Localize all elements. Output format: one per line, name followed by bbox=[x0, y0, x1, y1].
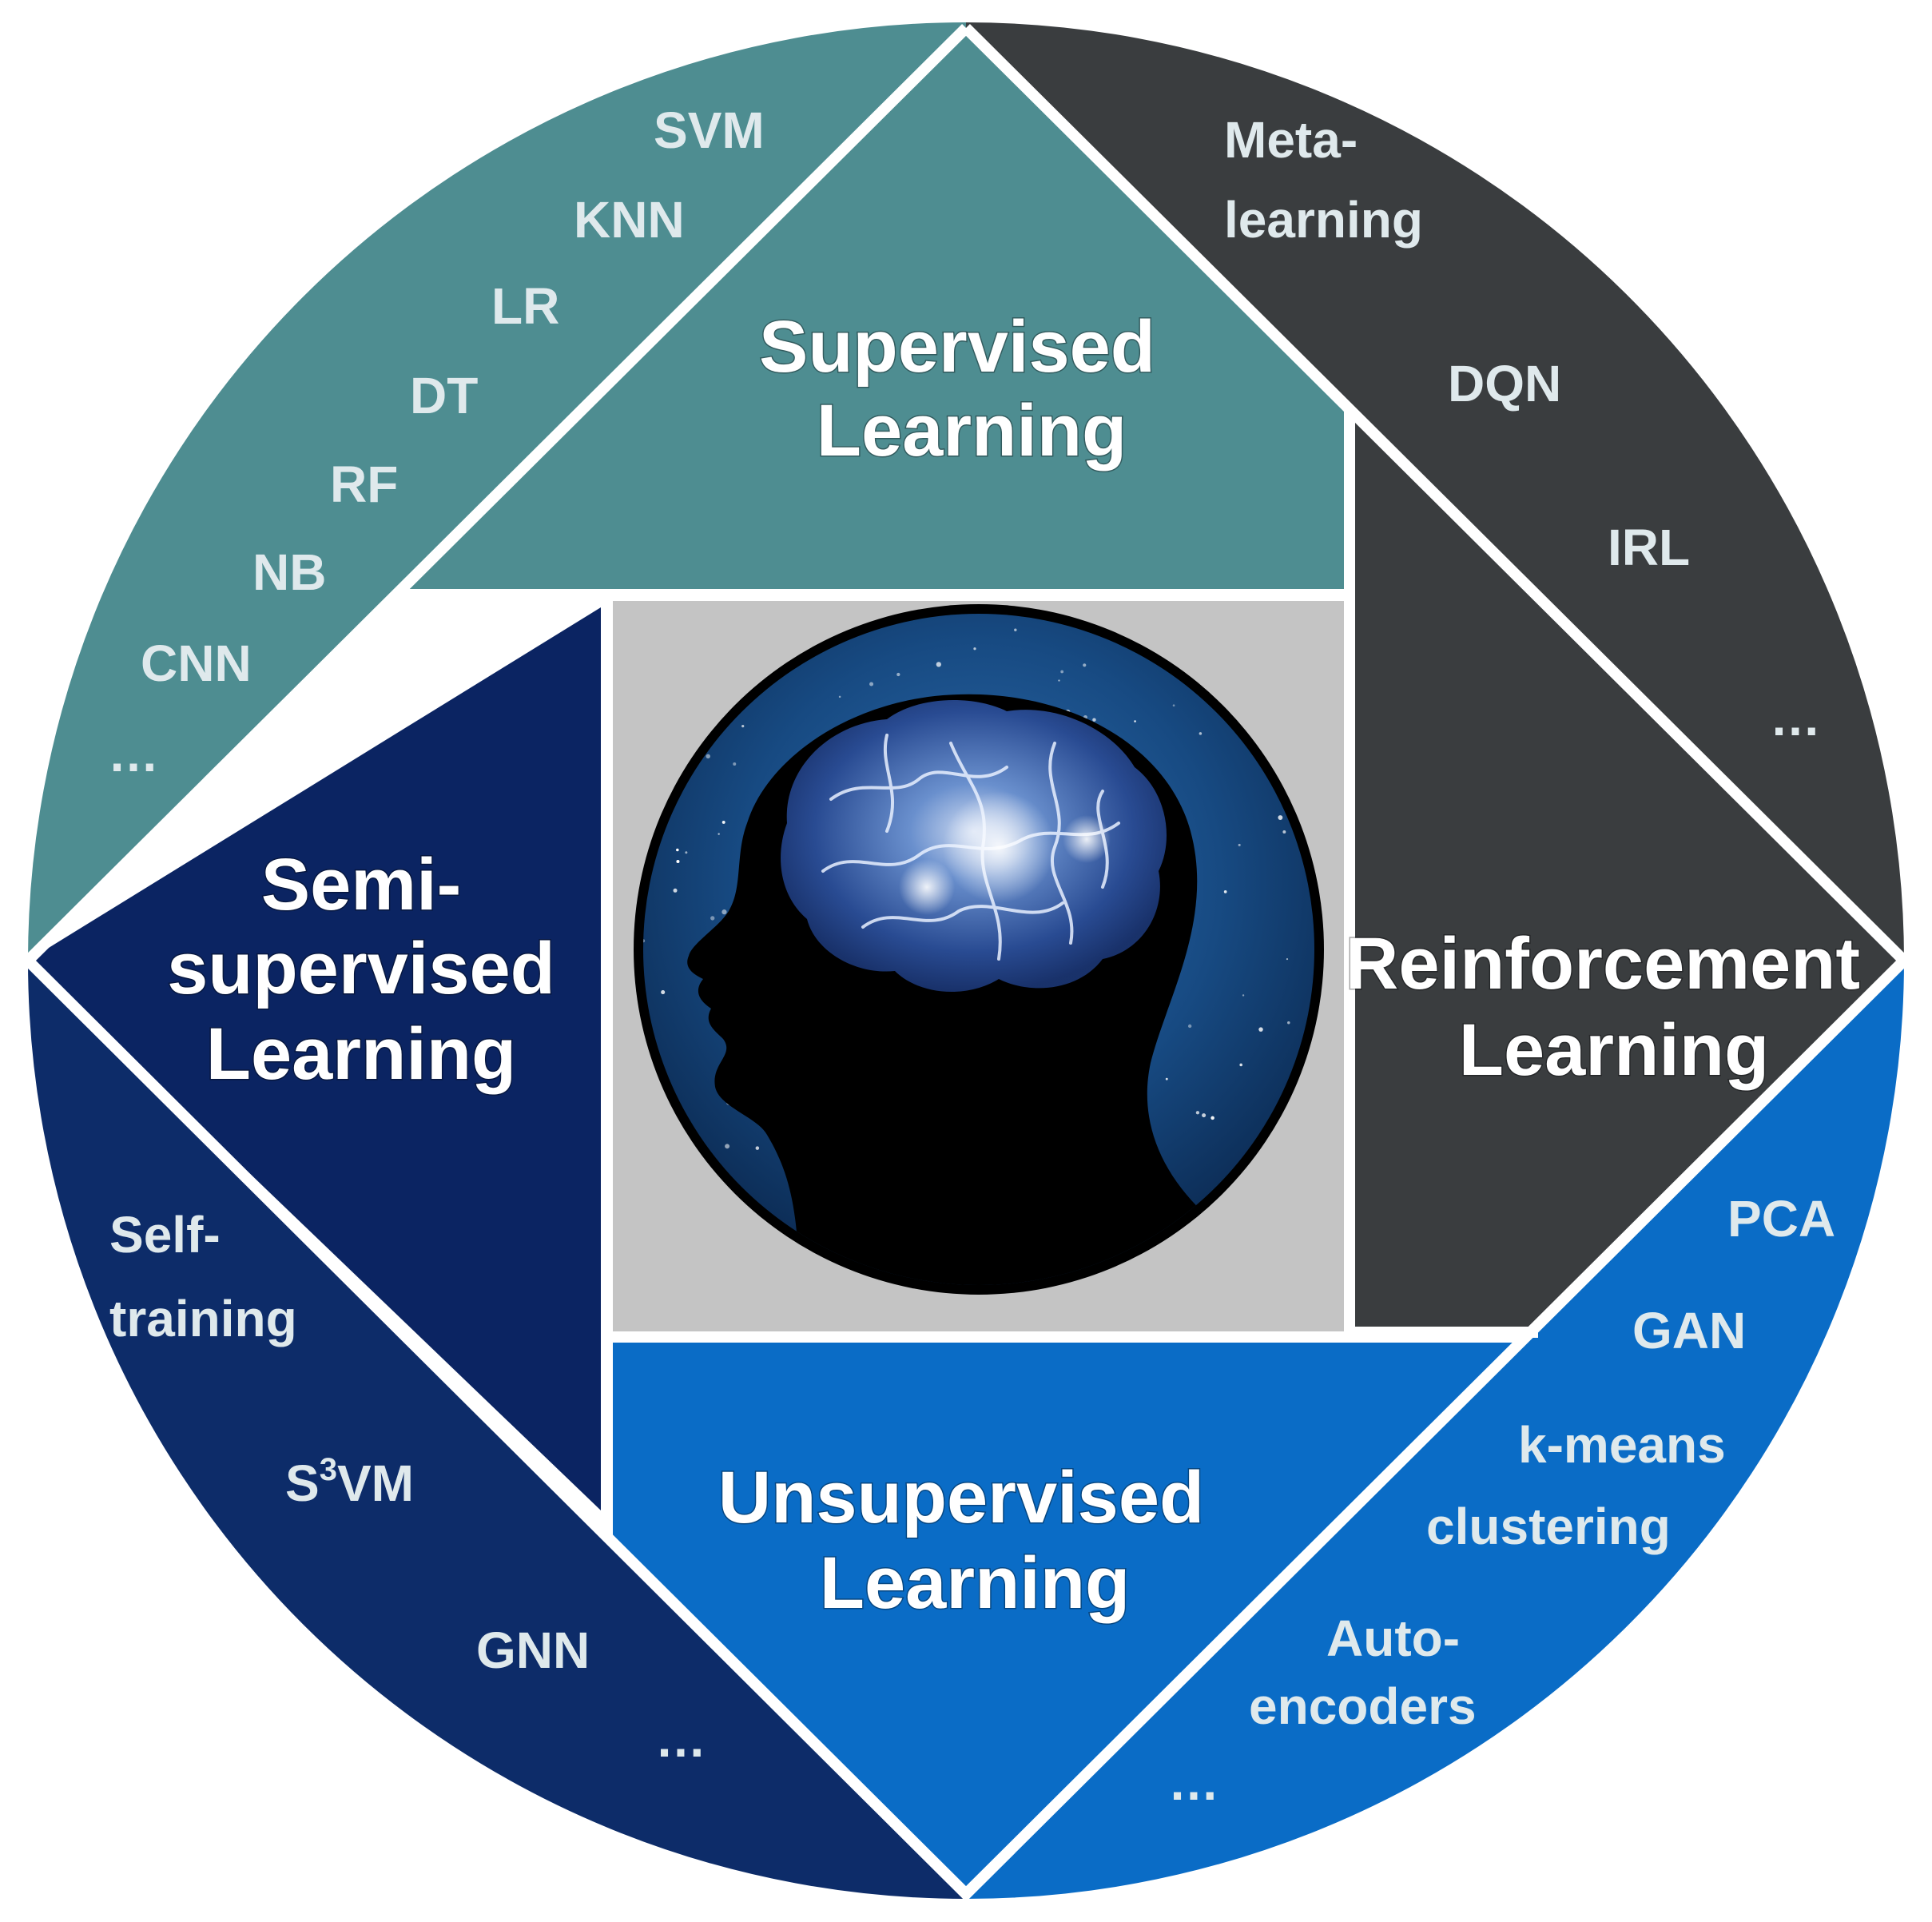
star-dot bbox=[755, 1146, 760, 1150]
semi-supervised-methods: Self- training S3VM GNN … bbox=[109, 1206, 706, 1768]
method-svm: SVM bbox=[654, 101, 765, 159]
method-ellipsis: … bbox=[108, 725, 159, 782]
method-gan: GAN bbox=[1632, 1302, 1746, 1359]
method-knn: KNN bbox=[574, 191, 685, 249]
star-dot bbox=[673, 888, 678, 893]
star-dot bbox=[896, 672, 900, 677]
star-dot bbox=[1239, 1063, 1242, 1067]
star-dot bbox=[1238, 843, 1241, 846]
method-meta: Meta- bbox=[1224, 111, 1358, 169]
reinforcement-title: Reinforcement Learning bbox=[1344, 922, 1861, 1092]
star-dot bbox=[1258, 1027, 1263, 1032]
star-dot bbox=[1058, 679, 1060, 682]
method-encoders: encoders bbox=[1249, 1677, 1477, 1735]
semi-supervised-title: Semi- supervised Learning bbox=[166, 843, 557, 1096]
star-dot bbox=[1287, 1021, 1290, 1025]
star-dot bbox=[733, 762, 737, 766]
svg-text:supervised: supervised bbox=[167, 928, 555, 1009]
unsupervised-methods: PCA GAN k-means clustering Auto- encoder… bbox=[1168, 1190, 1835, 1811]
star-dot bbox=[1187, 1024, 1192, 1029]
star-dot bbox=[1210, 1116, 1214, 1120]
method-training: training bbox=[109, 1290, 297, 1347]
star-dot bbox=[1134, 720, 1136, 722]
star-dot bbox=[676, 859, 680, 864]
star-dot bbox=[725, 1144, 730, 1149]
star-dot bbox=[1202, 1113, 1207, 1118]
svg-text:Learning: Learning bbox=[206, 1013, 516, 1095]
star-dot bbox=[661, 990, 666, 995]
method-ellipsis: … bbox=[655, 1710, 706, 1768]
supervised-title: Supervised Learning bbox=[758, 305, 1157, 473]
star-dot bbox=[676, 848, 679, 852]
star-dot bbox=[869, 682, 874, 686]
supervised-methods: SVM KNN LR DT RF NB CNN … bbox=[108, 101, 765, 782]
star-dot bbox=[685, 851, 688, 854]
unsupervised-panel bbox=[613, 1343, 1532, 1894]
star-dot bbox=[1199, 732, 1203, 735]
method-kmeans: k-means bbox=[1518, 1416, 1726, 1474]
svg-text:Supervised: Supervised bbox=[759, 306, 1155, 388]
method-self: Self- bbox=[109, 1206, 221, 1263]
star-dot bbox=[710, 916, 715, 921]
star-dot bbox=[722, 909, 727, 915]
method-s3vm: S3VM bbox=[285, 1452, 414, 1512]
star-dot bbox=[973, 647, 976, 651]
star-dot bbox=[1282, 830, 1286, 834]
method-clustering: clustering bbox=[1426, 1498, 1671, 1555]
reinforcement-methods: Meta- learning DQN IRL … bbox=[1224, 111, 1821, 746]
star-dot bbox=[1083, 663, 1087, 667]
star-dot bbox=[718, 833, 720, 835]
method-dt: DT bbox=[410, 367, 478, 424]
star-dot bbox=[1172, 704, 1175, 707]
method-lr: LR bbox=[491, 277, 559, 335]
diamond-divider bbox=[25, 24, 1907, 1902]
star-dot bbox=[936, 662, 941, 667]
star-dot bbox=[1014, 628, 1017, 631]
panel-divider-left bbox=[404, 595, 613, 1337]
method-auto: Auto- bbox=[1326, 1610, 1460, 1667]
method-irl: IRL bbox=[1608, 519, 1690, 576]
method-gnn: GNN bbox=[476, 1622, 590, 1679]
star-dot bbox=[741, 725, 745, 728]
svg-text:Learning: Learning bbox=[820, 1542, 1130, 1624]
method-dqn: DQN bbox=[1448, 355, 1561, 412]
supervised-panel bbox=[404, 28, 1344, 590]
svg-text:Learning: Learning bbox=[1459, 1009, 1769, 1091]
star-dot bbox=[1195, 1111, 1200, 1115]
svg-text:Unsupervised: Unsupervised bbox=[718, 1457, 1204, 1538]
svg-text:Learning: Learning bbox=[817, 390, 1127, 472]
svg-text:Reinforcement: Reinforcement bbox=[1346, 923, 1860, 1005]
star-dot bbox=[1223, 890, 1227, 893]
star-dot bbox=[706, 754, 710, 759]
method-ellipsis: … bbox=[1770, 689, 1821, 746]
method-rf: RF bbox=[330, 456, 398, 513]
star-dot bbox=[1278, 815, 1283, 820]
outer-circle bbox=[22, 16, 1910, 1905]
star-dot bbox=[1092, 718, 1096, 722]
unsupervised-title: Unsupervised Learning bbox=[717, 1456, 1205, 1626]
star-dot bbox=[1242, 994, 1245, 997]
method-learning: learning bbox=[1224, 191, 1423, 249]
method-ellipsis: … bbox=[1168, 1753, 1219, 1811]
semi-supervised-panel bbox=[28, 607, 601, 1510]
star-dot bbox=[1060, 670, 1064, 674]
star-dot bbox=[1286, 958, 1289, 961]
star-dot bbox=[722, 820, 725, 824]
svg-text:Semi-: Semi- bbox=[261, 844, 462, 925]
method-cnn: CNN bbox=[141, 635, 252, 692]
method-nb: NB bbox=[252, 543, 326, 601]
star-dot bbox=[838, 695, 841, 698]
star-dot bbox=[1165, 1077, 1168, 1080]
human-head-brain-icon bbox=[634, 604, 1324, 1295]
method-pca: PCA bbox=[1727, 1190, 1835, 1248]
